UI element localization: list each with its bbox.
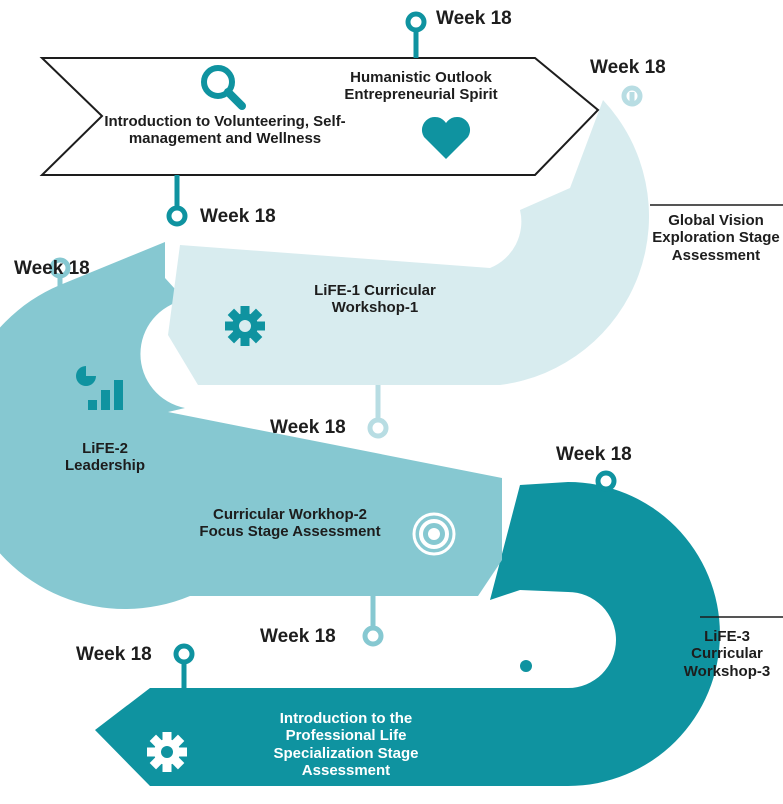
global-vision-label: Global Vision Exploration Stage Assessme…	[652, 212, 780, 264]
stage-4-text: Introduction to the Professional Life Sp…	[273, 710, 419, 779]
milestone-pin-7	[362, 596, 384, 647]
target-icon	[412, 512, 456, 556]
milestone-label: Week 18	[76, 644, 152, 665]
milestone-pin-8	[173, 643, 195, 688]
milestone-label: Week 18	[436, 8, 512, 29]
milestone-pin-5	[367, 385, 389, 439]
stage-3-leadership-text: LiFE-2 Leadership	[64, 440, 146, 475]
stage-3-band	[0, 242, 502, 610]
gear-icon	[506, 646, 546, 686]
stage-3-text: Curricular Workhop-2 Focus Stage Assessm…	[199, 506, 381, 541]
stage-1-intro-text: Introduction to Volunteering, Self-manag…	[104, 113, 346, 148]
milestone-label: Week 18	[260, 626, 336, 647]
search-icon	[201, 65, 246, 110]
milestone-pin-1	[405, 11, 427, 58]
milestone-label: Week 18	[590, 57, 666, 78]
stage-4-band	[95, 482, 720, 786]
milestone-pin-3	[166, 175, 188, 227]
stage-2-text: LiFE-1 Curricular Workshop-1	[314, 282, 436, 317]
milestone-label: Week 18	[200, 206, 276, 227]
analytics-chart-icon	[76, 366, 123, 410]
stage-1-outlook-text: Humanistic Outlook Entrepreneurial Spiri…	[344, 69, 498, 104]
gear-icon	[225, 306, 265, 346]
heart-icon	[421, 116, 471, 159]
milestone-label: Week 18	[270, 417, 346, 438]
gear-icon	[147, 732, 187, 772]
milestone-pin-2	[621, 85, 643, 107]
milestone-label: Week 18	[14, 258, 90, 279]
milestone-pin-4	[49, 257, 71, 345]
stage-2-band	[168, 100, 650, 385]
life3-label: LiFE-3 Curricular Workshop-3	[683, 628, 771, 680]
milestone-label: Week 18	[556, 444, 632, 465]
milestone-pin-6	[595, 470, 617, 530]
